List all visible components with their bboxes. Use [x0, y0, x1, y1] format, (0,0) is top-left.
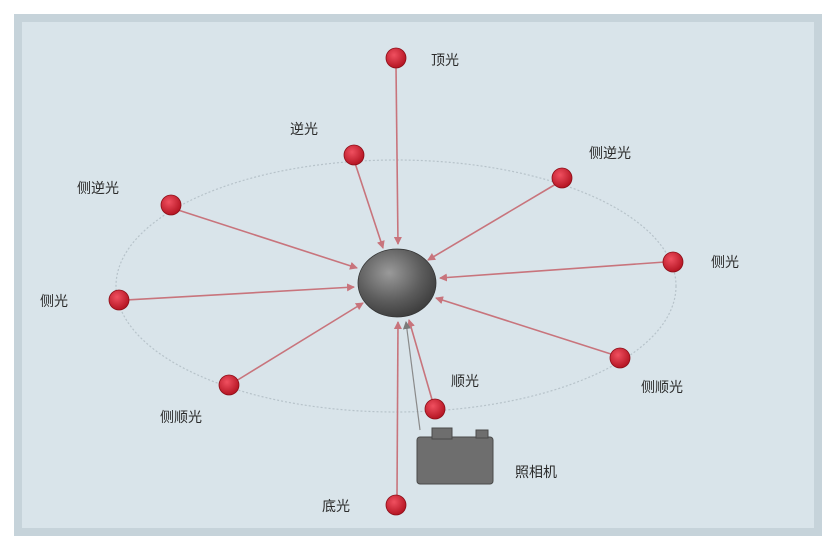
label-bottom: 底光: [322, 499, 350, 515]
light-side-front-right: [609, 347, 631, 369]
light-back: [343, 144, 365, 166]
arrow-side-left: [125, 283, 355, 301]
camera-icon: [416, 427, 494, 485]
light-side-back-left: [160, 194, 182, 216]
light-bottom: [385, 494, 407, 516]
orbit-ellipse: [115, 159, 677, 413]
label-side-front-right: 侧顺光: [641, 380, 683, 396]
light-top: [385, 47, 407, 69]
arrow-bottom: [393, 321, 402, 497]
arrow-front: [407, 319, 434, 404]
arrow-back: [354, 162, 385, 249]
label-back: 逆光: [290, 122, 318, 138]
light-side-back-right: [551, 167, 573, 189]
light-side-front-left: [218, 374, 240, 396]
arrow-side-back-left: [177, 209, 358, 270]
label-side-front-left: 侧顺光: [160, 410, 202, 426]
arrow-side-right: [439, 261, 666, 282]
label-side-back-left: 侧逆光: [77, 181, 119, 197]
label-top: 顶光: [431, 53, 459, 69]
arrow-side-front-right: [435, 296, 615, 356]
arrow-top: [393, 65, 402, 245]
light-side-left: [108, 289, 130, 311]
light-side-right: [662, 251, 684, 273]
light-front: [424, 398, 446, 420]
light-arrows: [125, 65, 666, 497]
label-front: 顺光: [451, 374, 479, 390]
label-side-right: 侧光: [711, 255, 739, 271]
arrow-side-back-right: [427, 183, 557, 261]
arrow-camera: [402, 321, 421, 431]
label-side-left: 侧光: [40, 294, 68, 310]
light-labels: 顶光 逆光 侧逆光 侧逆光 侧光 侧光 侧顺光 侧顺光 顺光 底光 照相机: [40, 53, 739, 515]
subject-sphere: [357, 248, 437, 318]
arrow-side-front-left: [235, 302, 364, 382]
light-sources: [108, 47, 684, 516]
label-camera: 照相机: [515, 465, 557, 481]
label-side-back-right: 侧逆光: [589, 146, 631, 162]
